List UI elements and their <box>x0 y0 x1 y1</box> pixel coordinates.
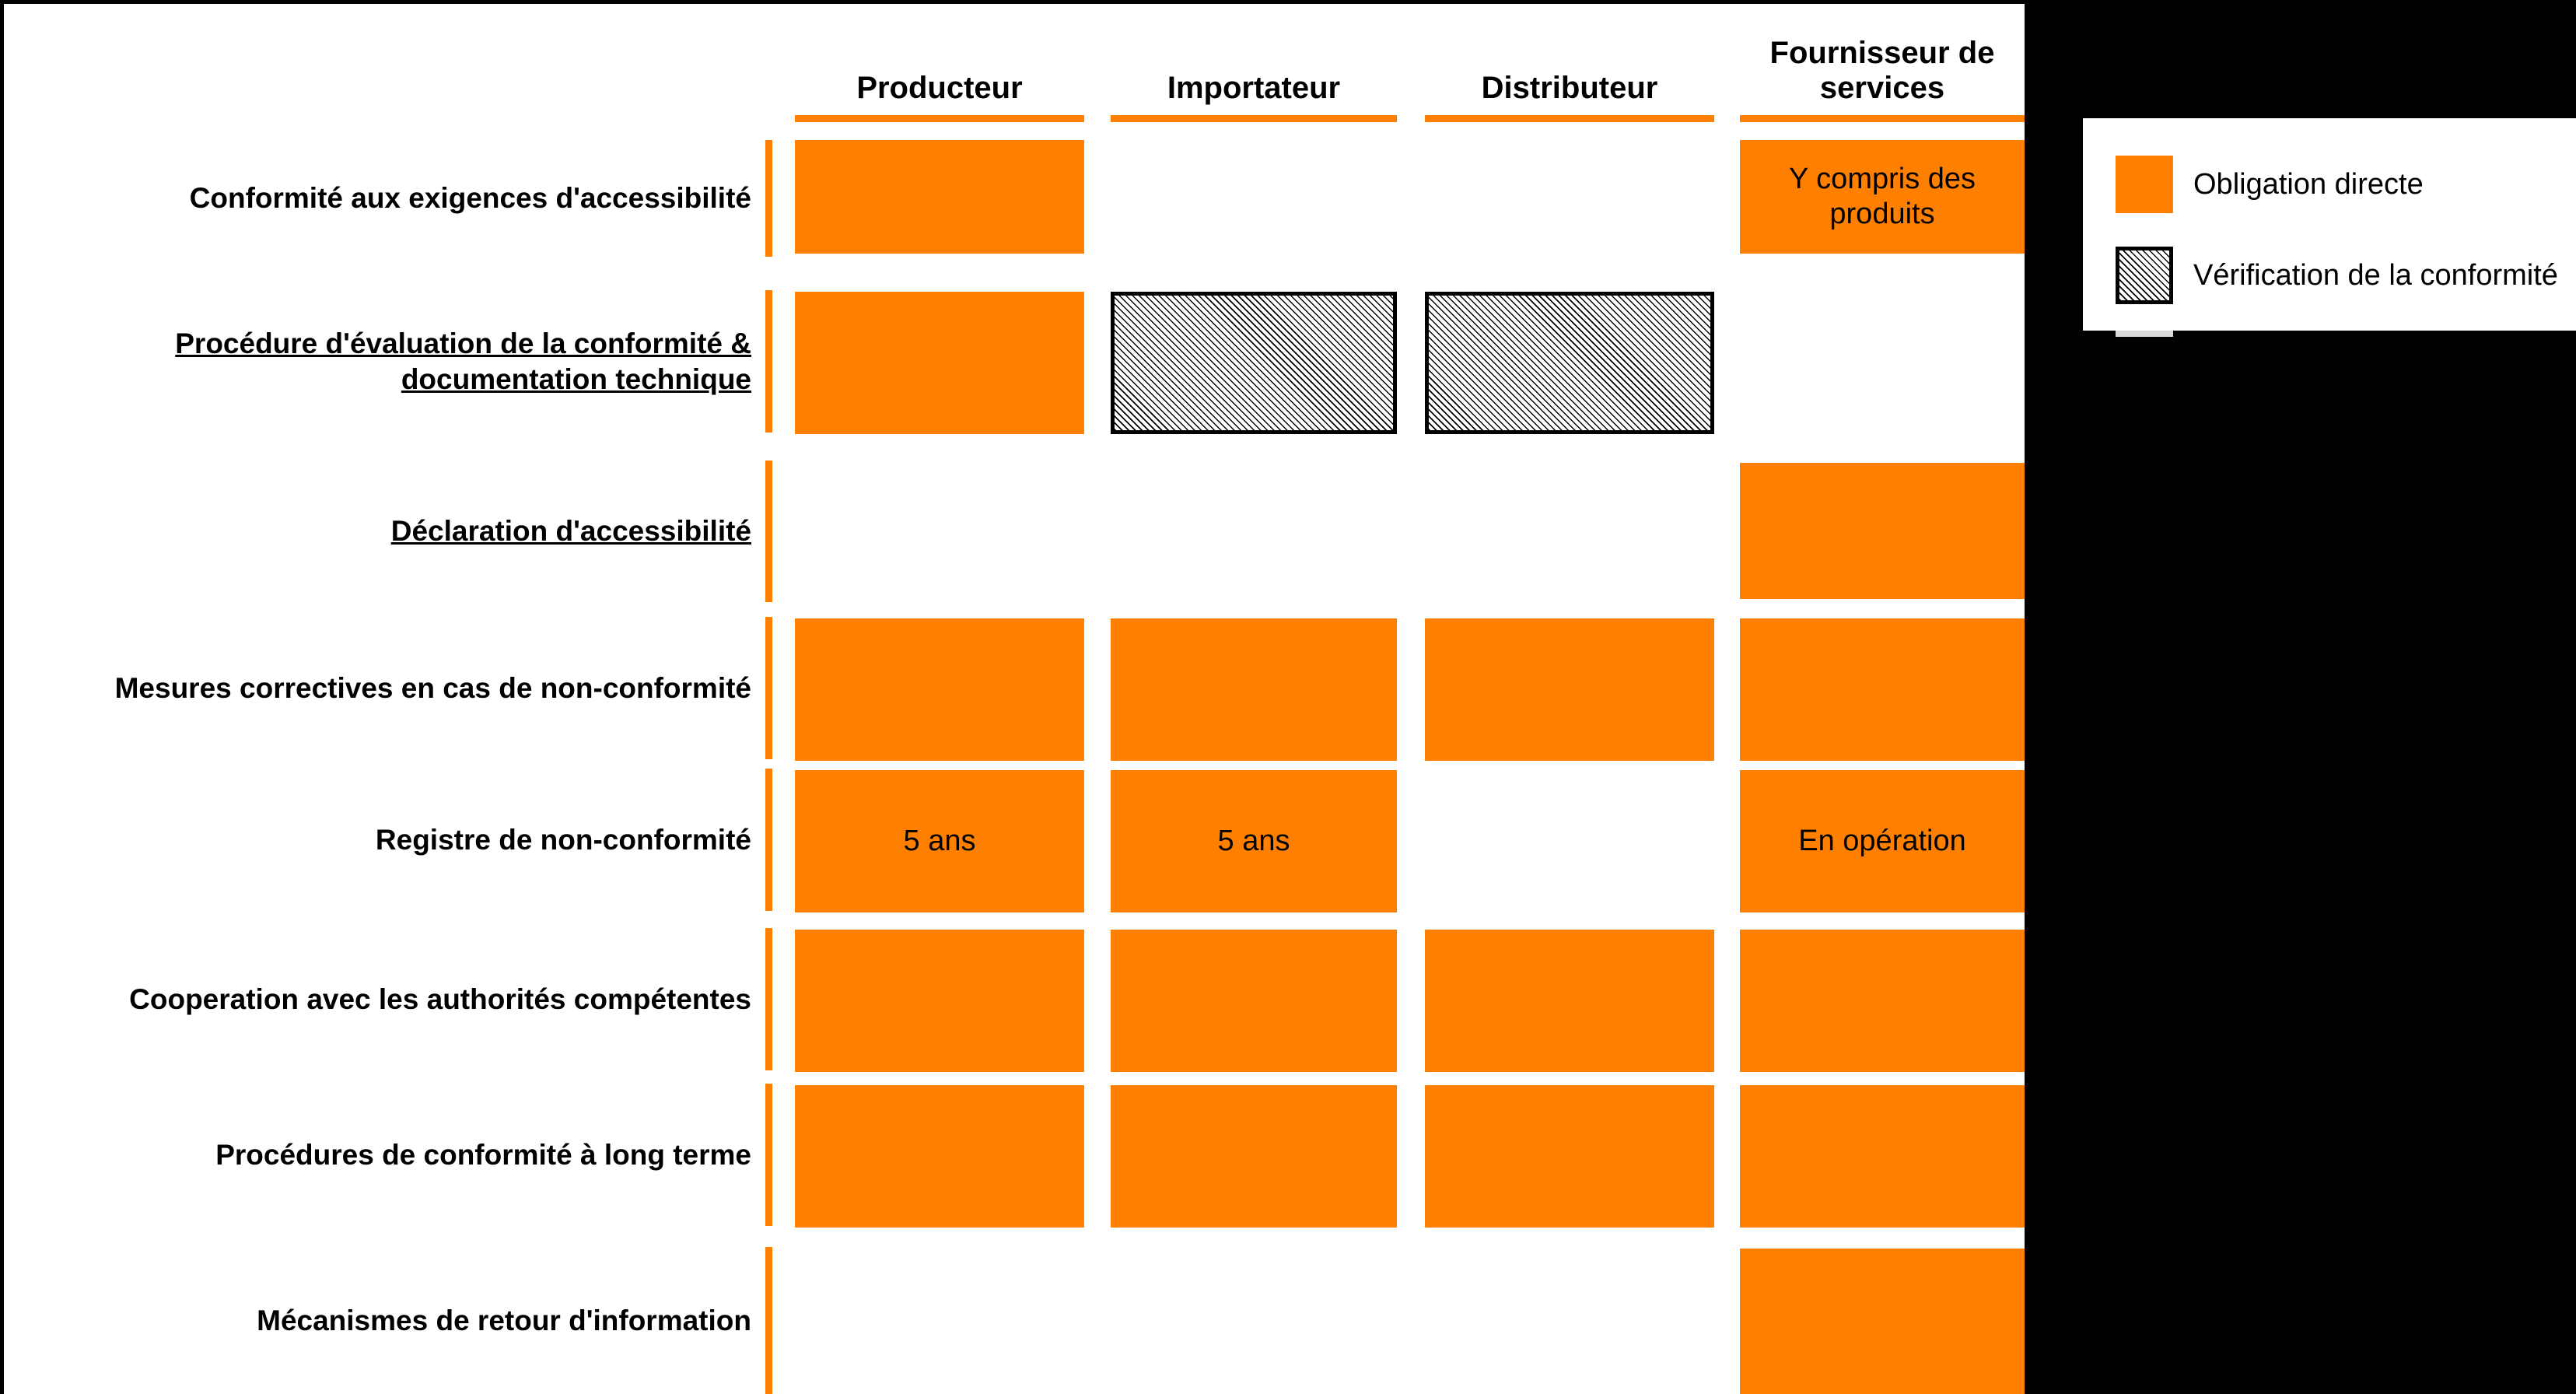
row-label-1: Conformité aux exigences d'accessibilité <box>16 140 765 257</box>
matrix-cell-r7-c4 <box>1740 1085 2025 1228</box>
matrix-cell-r7-c2 <box>1111 1085 1397 1228</box>
legend-swatch-direct <box>2116 156 2173 213</box>
matrix-cell-r6-c4 <box>1740 930 2025 1072</box>
row-tick-6 <box>765 928 772 1070</box>
matrix-cell-text: 5 ans <box>903 825 976 858</box>
row-tick-4 <box>765 617 772 759</box>
matrix-cell-r3-c4 <box>1740 463 2025 599</box>
row-label-text: Conformité aux exigences d'accessibilité <box>189 182 751 215</box>
row-tick-3 <box>765 461 772 602</box>
column-header-2: Importateur <box>1111 14 1397 106</box>
legend-swatch-hatch <box>2116 247 2173 304</box>
matrix-cell-r4-c1 <box>795 618 1084 761</box>
row-label-5: Registre de non-conformité <box>16 769 765 911</box>
column-header-rule-2 <box>1111 115 1397 122</box>
matrix-cell-r4-c4 <box>1740 618 2025 761</box>
matrix-cell-text: Y compris des produits <box>1788 163 1976 230</box>
row-tick-5 <box>765 769 772 911</box>
legend-stub-artifact <box>2116 331 2173 337</box>
column-header-label: Distributeur <box>1481 71 1658 106</box>
column-header-label: Producteur <box>856 71 1023 106</box>
column-header-3: Distributeur <box>1425 14 1714 106</box>
matrix-cell-r4-c2 <box>1111 618 1397 761</box>
matrix-cell-text: 5 ans <box>1217 825 1290 858</box>
row-label-text: Procédure d'évaluation de la conformité … <box>175 327 751 395</box>
matrix-cell-r1-c1 <box>795 140 1084 254</box>
matrix-cell-r6-c3 <box>1425 930 1714 1072</box>
row-label-2: Procédure d'évaluation de la conformité … <box>16 290 765 433</box>
matrix-cell-r2-c1 <box>795 292 1084 434</box>
row-tick-1 <box>765 140 772 257</box>
row-label-text: Cooperation avec les authorités compéten… <box>129 982 751 1015</box>
matrix-cell-r6-c2 <box>1111 930 1397 1072</box>
figure-border-left <box>0 0 4 1394</box>
legend-item-2: Vérification de la conformité <box>2116 247 2558 304</box>
legend-label: Obligation directe <box>2193 167 2424 201</box>
row-label-text: Déclaration d'accessibilité <box>390 515 751 548</box>
matrix-cell-r2-c3 <box>1425 292 1714 434</box>
legend-label: Vérification de la conformité <box>2193 258 2558 292</box>
row-label-8: Mécanismes de retour d'information <box>16 1247 765 1394</box>
matrix-cell-r8-c4 <box>1740 1249 2025 1394</box>
row-label-7: Procédures de conformité à long terme <box>16 1084 765 1226</box>
matrix-cell-r1-c4: Y compris des produits <box>1740 140 2025 254</box>
column-header-label: Importateur <box>1167 71 1341 106</box>
matrix-cell-r6-c1 <box>795 930 1084 1072</box>
matrix-cell-r5-c2: 5 ans <box>1111 770 1397 912</box>
row-label-text: Mécanismes de retour d'information <box>257 1304 751 1336</box>
matrix-cell-r5-c4: En opération <box>1740 770 2025 912</box>
matrix-cell-text: En opération <box>1798 825 1966 858</box>
column-header-1: Producteur <box>795 14 1084 106</box>
matrix-cell-r5-c1: 5 ans <box>795 770 1084 912</box>
legend-item-1: Obligation directe <box>2116 156 2424 213</box>
column-header-rule-1 <box>795 115 1084 122</box>
row-tick-8 <box>765 1247 772 1394</box>
figure-border-top <box>0 0 2576 4</box>
matrix-cell-r7-c3 <box>1425 1085 1714 1228</box>
row-label-6: Cooperation avec les authorités compéten… <box>16 928 765 1070</box>
row-label-text: Procédures de conformité à long terme <box>215 1138 751 1171</box>
matrix-cell-r7-c1 <box>795 1085 1084 1228</box>
matrix-cell-r2-c2 <box>1111 292 1397 434</box>
row-label-3: Déclaration d'accessibilité <box>16 461 765 602</box>
row-label-text: Registre de non-conformité <box>375 823 751 856</box>
row-tick-2 <box>765 290 772 433</box>
row-tick-7 <box>765 1084 772 1226</box>
column-header-rule-3 <box>1425 115 1714 122</box>
column-header-4: Fournisseur de services <box>1740 14 2025 106</box>
column-header-rule-4 <box>1740 115 2025 122</box>
row-label-4: Mesures correctives en cas de non-confor… <box>16 617 765 759</box>
matrix-cell-r4-c3 <box>1425 618 1714 761</box>
row-label-text: Mesures correctives en cas de non-confor… <box>114 671 751 704</box>
column-header-label: Fournisseur de services <box>1769 36 1995 106</box>
